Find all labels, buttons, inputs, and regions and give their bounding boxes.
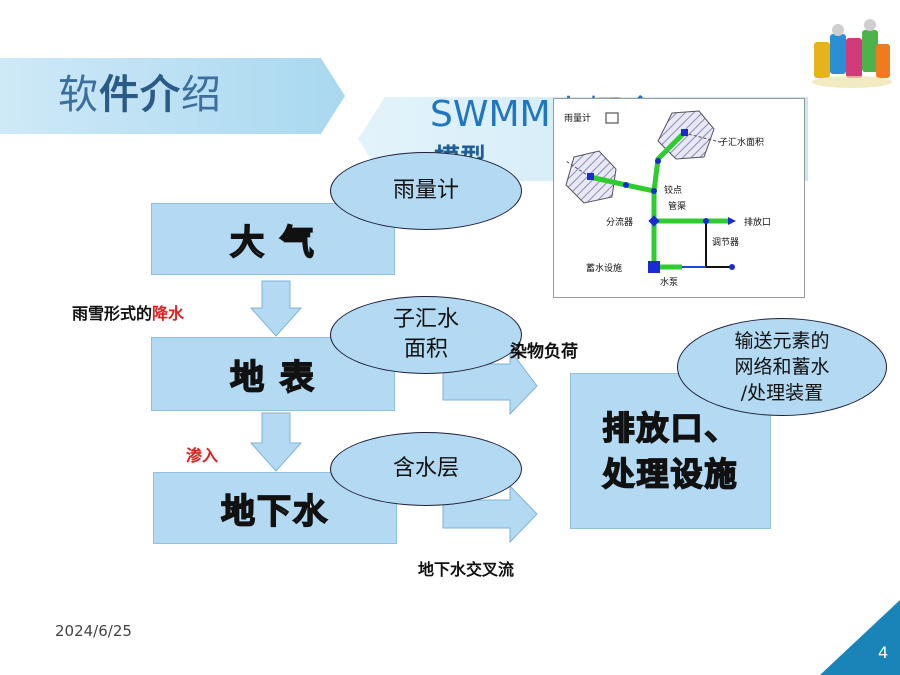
- page-number: 4: [878, 643, 889, 662]
- precipitation-label: 雨雪形式的降水: [72, 304, 185, 323]
- pollutant-load-label: 染物负荷: [510, 342, 578, 362]
- infiltration-label: 渗入: [186, 446, 219, 465]
- conveyance-line2: 网络和蓄水: [734, 356, 830, 378]
- conveyance-ellipse: 输送元素的网络和蓄水/处理装置: [677, 318, 887, 416]
- inset-label-pump: 水泵: [660, 276, 678, 288]
- groundwater-interflow-label: 地下水交叉流: [418, 560, 515, 579]
- conveyance-line3: /处理装置: [740, 382, 824, 404]
- slide-date: 2024/6/25: [55, 622, 132, 640]
- subcatchment-ellipse: 子汇水面积: [330, 296, 522, 374]
- inset-label-rain-gage: 雨量计: [564, 112, 591, 124]
- inset-label-conduit: 管渠: [668, 200, 686, 212]
- inset-label-subcatchment: 子汇水面积: [719, 136, 764, 148]
- down-arrow-infiltration: [249, 412, 303, 472]
- inset-label-divider: 分流器: [606, 216, 633, 228]
- rain-gage-ellipse: 雨量计: [330, 152, 522, 230]
- inset-label-node: 铰点: [664, 184, 682, 196]
- title-banner: [0, 58, 345, 134]
- inset-label-outfall: 排放口: [744, 216, 771, 228]
- subcatchment-line2: 面积: [403, 337, 448, 362]
- down-arrow-precip: [249, 280, 303, 337]
- outfall-line2: 处理设施: [602, 454, 739, 494]
- outfall-line1: 排放口、: [602, 408, 739, 448]
- conveyance-line1: 输送元素的: [734, 330, 830, 352]
- aquifer-ellipse: 含水层: [330, 432, 522, 506]
- page-title: 软件介绍: [58, 72, 222, 118]
- inset-label-storage: 蓄水设施: [586, 262, 622, 274]
- paint-cans-icon: [812, 19, 892, 88]
- inset-label-regulator: 调节器: [712, 237, 739, 248]
- subcatchment-line1: 子汇水: [392, 307, 459, 332]
- swmm-map-inset: 雨量计 子汇水面积 铰点 管渠 分流器 排放口 调节器 蓄水设施 水泵: [553, 98, 805, 298]
